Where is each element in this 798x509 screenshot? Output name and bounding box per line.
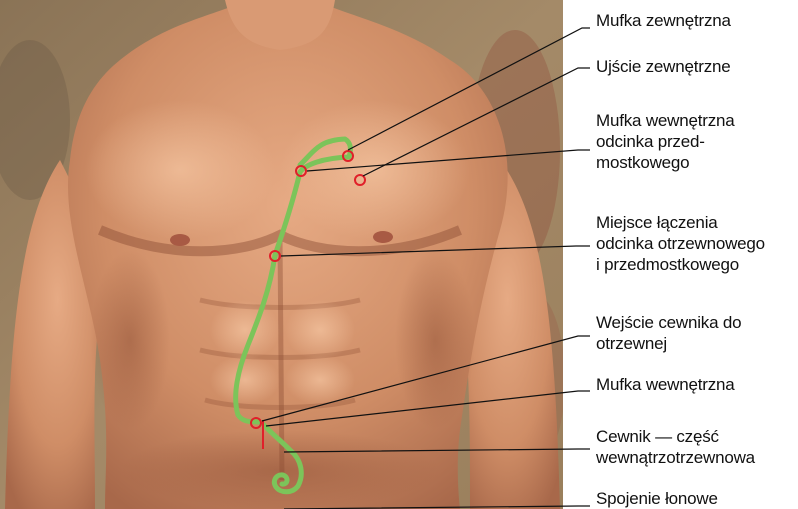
label-outer-cuff: Mufka zewnętrzna [596, 10, 731, 31]
leader-junction [281, 246, 590, 256]
label-inner-cuff-presternal: Mufka wewnętrzna odcinka przed- mostkowe… [596, 110, 735, 173]
label-junction: Miejsce łączenia odcinka otrzewnowego i … [596, 212, 765, 275]
catheter-line [236, 139, 351, 492]
leader-outer-cuff [348, 28, 590, 150]
leader-inner-cuff [266, 391, 590, 426]
label-exit-site: Ujście zewnętrzne [596, 56, 731, 77]
label-pubic-symphysis: Spojenie łonowe [596, 488, 718, 509]
label-inner-cuff: Mufka wewnętrzna [596, 374, 735, 395]
exit-site-marker [355, 175, 365, 185]
label-peritoneal-entry: Wejście cewnika do otrzewnej [596, 312, 741, 354]
leader-intraperitoneal [284, 449, 590, 452]
label-intraperitoneal: Cewnik — część wewnątrzotrzewnowa [596, 426, 755, 468]
leader-exit-site [363, 68, 590, 176]
